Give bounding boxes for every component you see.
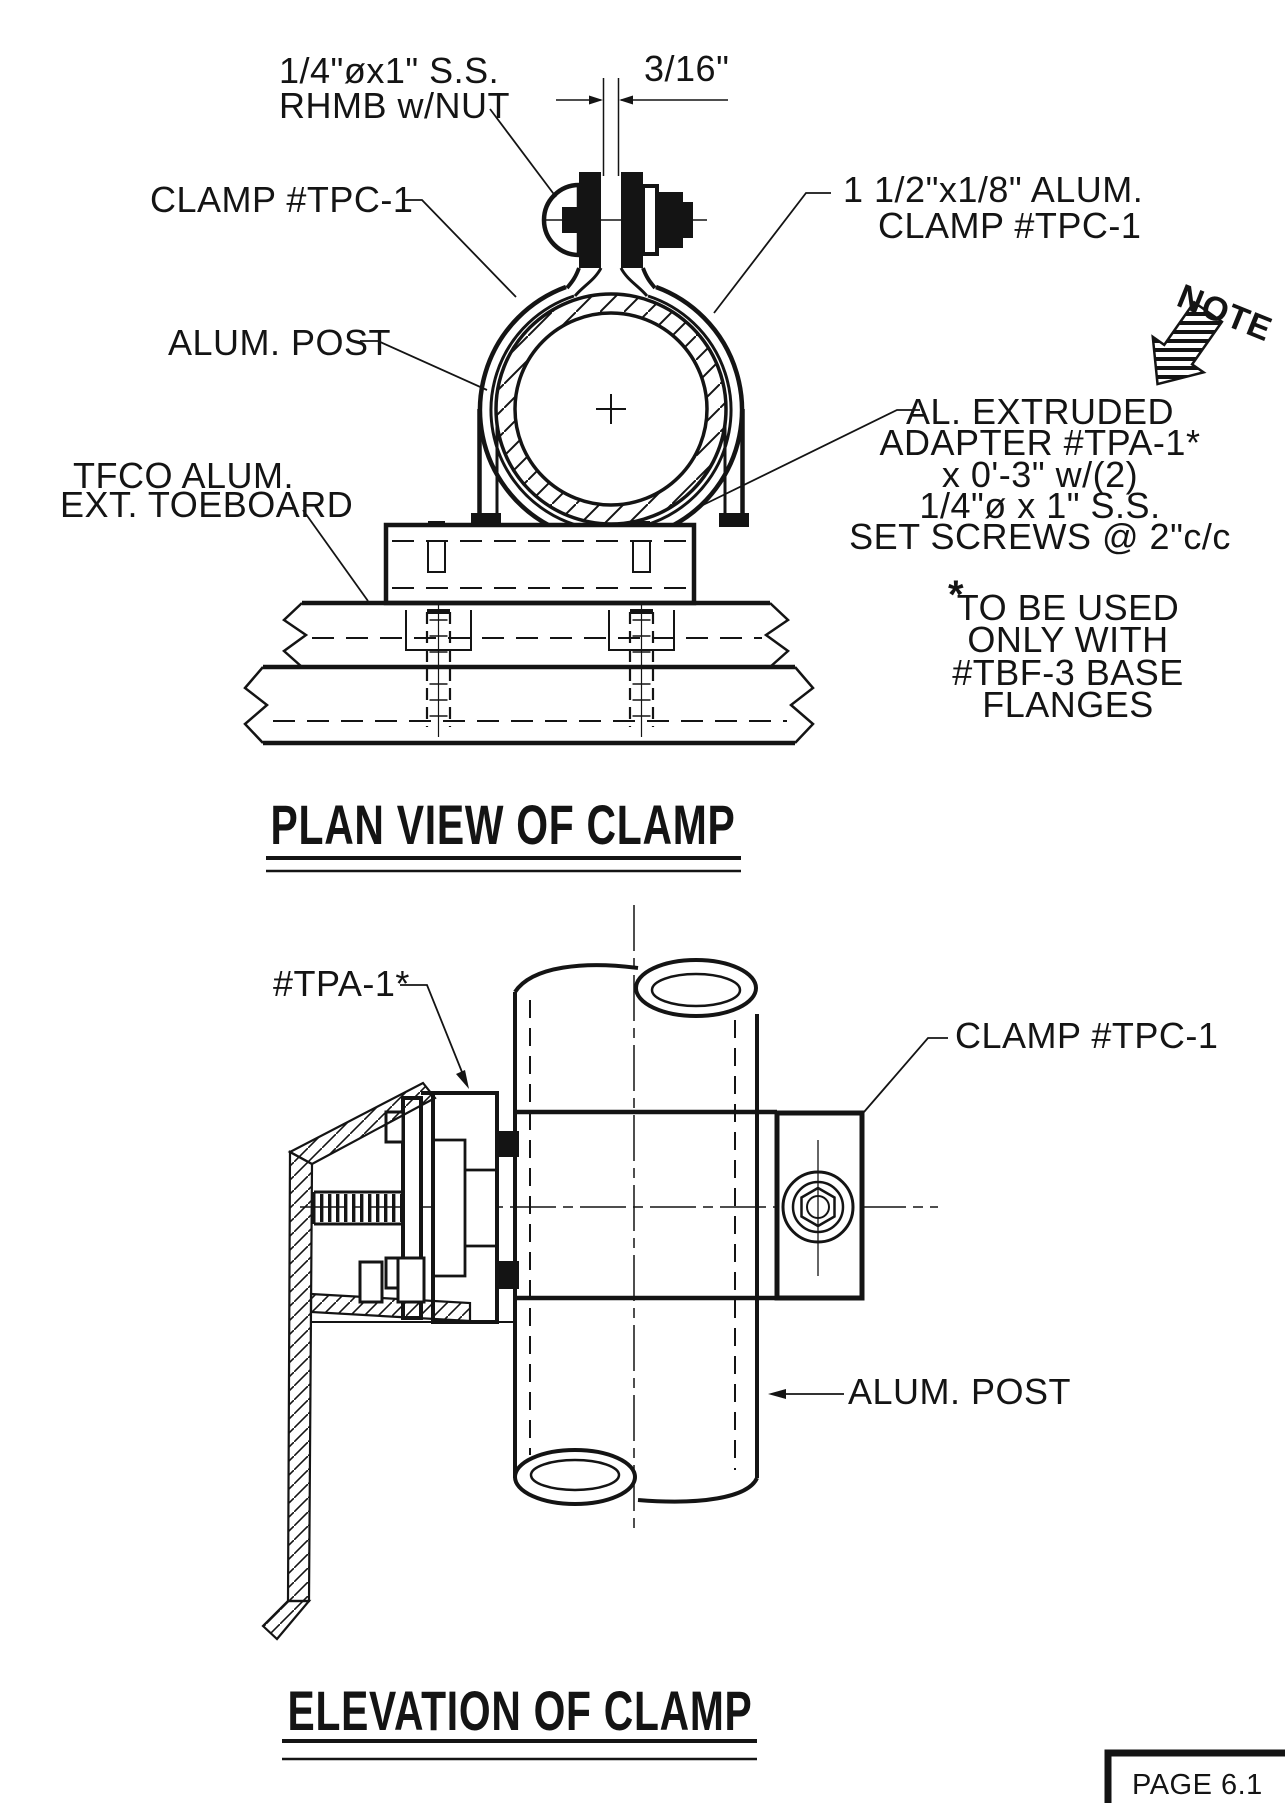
leader-rhmb <box>489 108 557 198</box>
page-number-text: PAGE 6.1 <box>1132 1769 1263 1801</box>
plan-leader-lines <box>302 108 920 602</box>
plan-clamp-neck <box>565 267 657 297</box>
elevation-adapter <box>311 1091 519 1324</box>
elevation-clamp-band <box>517 1109 777 1301</box>
clamp-label-elevation: CLAMP #TPC-1 <box>955 1015 1218 1056</box>
clamp-label: CLAMP #TPC-1 <box>150 179 413 220</box>
leader-adapter <box>702 409 920 506</box>
usage-note-line4: FLANGES <box>982 684 1154 725</box>
plan-gap-dimension <box>556 78 728 176</box>
plan-clamp-legs <box>471 409 749 527</box>
plan-post-section <box>494 292 728 526</box>
post-label: ALUM. POST <box>168 322 391 363</box>
usage-note-line2: ONLY WITH <box>967 619 1168 660</box>
elevation-clamp-plate <box>774 1110 865 1301</box>
post-label-elevation: ALUM. POST <box>848 1371 1071 1412</box>
plan-set-screws <box>425 605 655 737</box>
leader-toeboard <box>302 509 369 602</box>
toeboard-label-line1: TFCO ALUM. <box>73 455 294 496</box>
usage-note: * TO BE USED ONLY WITH #TBF-3 BASE FLANG… <box>948 573 1184 725</box>
gap-dimension-label: 3/16" <box>644 48 729 89</box>
elevation-title: ELEVATION OF CLAMP <box>282 1679 757 1761</box>
elevation-view: #TPA-1* CLAMP #TPC-1 ALUM. POST ELEVATIO… <box>261 905 1218 1761</box>
leader-tpa <box>400 984 467 1083</box>
adapter-note-line3: x 0'-3" w/(2) <box>942 454 1138 495</box>
adapter-note-line1: AL. EXTRUDED <box>906 391 1174 432</box>
leader-clamp-elev <box>863 1037 948 1113</box>
leader-clamp <box>402 199 517 298</box>
plan-adapter-block <box>383 521 697 606</box>
toeboard-label-line2: EXT. TOEBOARD <box>60 484 353 525</box>
leader-band <box>713 192 831 314</box>
plan-title: PLAN VIEW OF CLAMP <box>266 793 741 873</box>
leader-tpa-arrowhead <box>456 1070 469 1089</box>
elevation-set-screw <box>312 1190 403 1226</box>
adapter-note-line5: SET SCREWS @ 2"c/c <box>849 516 1231 557</box>
leader-alum-post <box>360 340 488 391</box>
elevation-post <box>513 958 759 1506</box>
usage-note-line3: #TBF-3 BASE <box>952 652 1184 693</box>
note-flag: NOTE <box>1151 277 1278 386</box>
adapter-note-line2: ADAPTER #TPA-1* <box>880 422 1201 463</box>
leader-post-arrowhead <box>768 1389 786 1399</box>
page-number-box: PAGE 6.1 <box>1104 1749 1285 1803</box>
usage-note-line1: TO BE USED <box>957 587 1179 628</box>
plan-toeboard <box>243 600 815 746</box>
usage-note-asterisk: * <box>948 573 964 617</box>
elevation-title-text: ELEVATION OF CLAMP <box>288 1679 753 1742</box>
band-label-line1: 1 1/2"x1/8" ALUM. <box>843 169 1143 210</box>
adapter-note-line4: 1/4"ø x 1" S.S. <box>919 485 1160 526</box>
set-screw-left <box>425 605 452 737</box>
set-screw-right <box>628 605 655 737</box>
plan-title-text: PLAN VIEW OF CLAMP <box>271 793 736 856</box>
tpa-label: #TPA-1* <box>273 963 410 1004</box>
note-arrow-icon <box>1151 300 1224 386</box>
bolt-label-line1: 1/4"øx1" S.S. <box>279 50 499 91</box>
band-label-line2: CLAMP #TPC-1 <box>878 205 1141 246</box>
plan-bolt-assembly <box>541 172 707 268</box>
adapter-note: AL. EXTRUDED ADAPTER #TPA-1* x 0'-3" w/(… <box>849 391 1231 557</box>
plan-view: 1/4"øx1" S.S. RHMB w/NUT 3/16" CLAMP #TP… <box>60 48 1278 873</box>
elevation-toeboard-bracket <box>261 1081 472 1641</box>
bolt-label-line2: RHMB w/NUT <box>279 85 510 126</box>
